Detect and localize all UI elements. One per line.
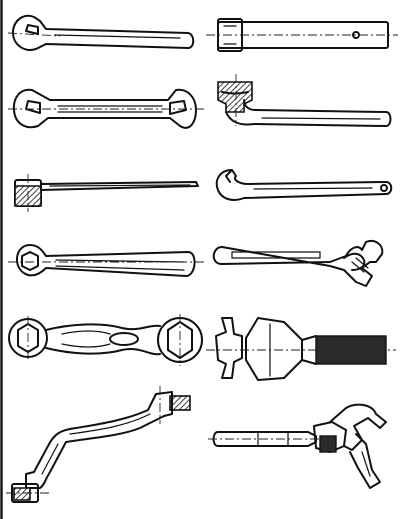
angled-socket-wrench xyxy=(217,74,392,127)
box-end-wrench xyxy=(8,244,206,277)
adjustable-wrench xyxy=(212,240,384,287)
chain-pipe-wrench xyxy=(208,403,387,489)
flat-socket-wrench xyxy=(14,174,199,212)
hook-spanner-wrench xyxy=(215,169,393,201)
tube-socket-wrench xyxy=(206,18,398,52)
open-end-wrench xyxy=(7,14,195,51)
offset-crank-socket-wrench xyxy=(6,386,191,503)
double-open-end-wrench xyxy=(8,88,205,129)
double-box-end-wrench xyxy=(8,314,203,366)
pipe-wrench xyxy=(206,317,396,381)
